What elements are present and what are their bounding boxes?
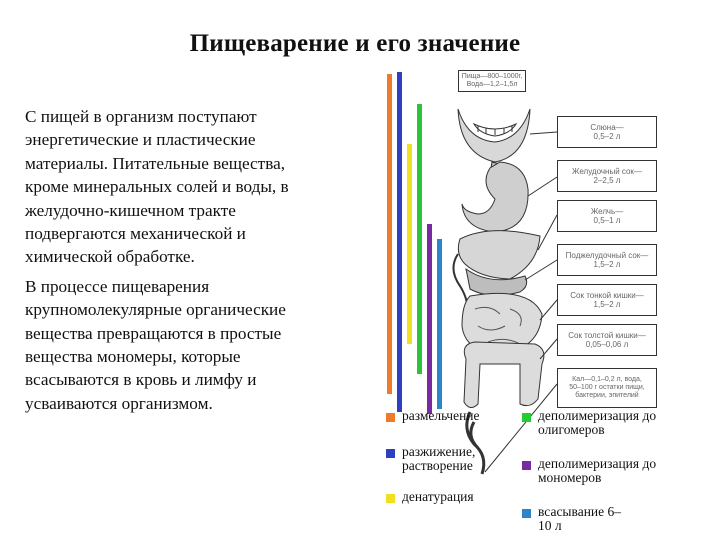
rectum-organ [465, 411, 486, 475]
legend-swatch-purple [522, 461, 531, 470]
box-feces: Кал—0,1–0,2 л, вода, 50–100 г остатки пи… [557, 368, 657, 408]
large-intestine-organ [463, 341, 545, 408]
stomach-organ [461, 161, 529, 233]
bar-green [417, 104, 422, 374]
legend-label: разжижение, растворение [402, 444, 476, 473]
legend-label: деполимеризация до олигомеров [538, 408, 657, 437]
legend-item-monomers: деполимеризация до мономеров [522, 457, 694, 485]
legend-swatch-teal [522, 509, 531, 518]
legend-label: деполимеризация до мономеров [538, 456, 657, 485]
body-text: С пищей в организм поступают энергетичес… [25, 105, 310, 421]
box-intestinal-juice: Сок тонкой кишки— 1,5–2 л [557, 284, 657, 316]
legend-item-dilution: разжижение, растворение [386, 445, 506, 473]
digestion-diagram: Пища—800–1000г, Вода—1,2–1,5л Слюна— 0,5… [370, 64, 720, 540]
legend-label: всасывание 6–10 л [538, 504, 622, 533]
box-pancreatic-juice: Поджелудочный сок— 1,5–2 л [557, 244, 657, 276]
box-bile: Желчь— 0,5–1 л [557, 200, 657, 232]
legend-label: денатурация [402, 489, 474, 504]
legend-swatch-orange [386, 413, 395, 422]
box-colon-juice: Сок толстой кишки— 0,05–0,06 л [557, 324, 657, 356]
legend-swatch-green [522, 413, 531, 422]
digestion-illustration [387, 72, 558, 475]
bar-purple [427, 224, 432, 414]
connector-lines [484, 131, 558, 473]
box-gastric-juice: Желудочный сок— 2–2,5 л [557, 160, 657, 192]
bar-teal [437, 239, 442, 409]
legend-swatch-blue [386, 449, 395, 458]
paragraph-intro: С пищей в организм поступают энергетичес… [25, 107, 289, 267]
legend-label: размельчение [402, 408, 480, 423]
bar-yellow [407, 144, 412, 344]
mouth-organ [457, 108, 531, 163]
box-intake: Пища—800–1000г, Вода—1,2–1,5л [458, 70, 526, 92]
legend-item-oligomers: деполимеризация до олигомеров [522, 409, 694, 437]
bar-orange [387, 74, 392, 394]
legend-item-absorption: всасывание 6–10 л [522, 505, 622, 533]
legend-item-denaturation: денатурация [386, 490, 506, 504]
paragraph-process: В процессе пищеварения крупномолекулярны… [25, 276, 286, 413]
legend-swatch-yellow [386, 494, 395, 503]
legend-item-grinding: размельчение [386, 409, 506, 423]
slide-title: Пищеварение и его значение [189, 30, 521, 57]
bar-blue [397, 72, 402, 412]
box-saliva: Слюна— 0,5–2 л [557, 116, 657, 148]
